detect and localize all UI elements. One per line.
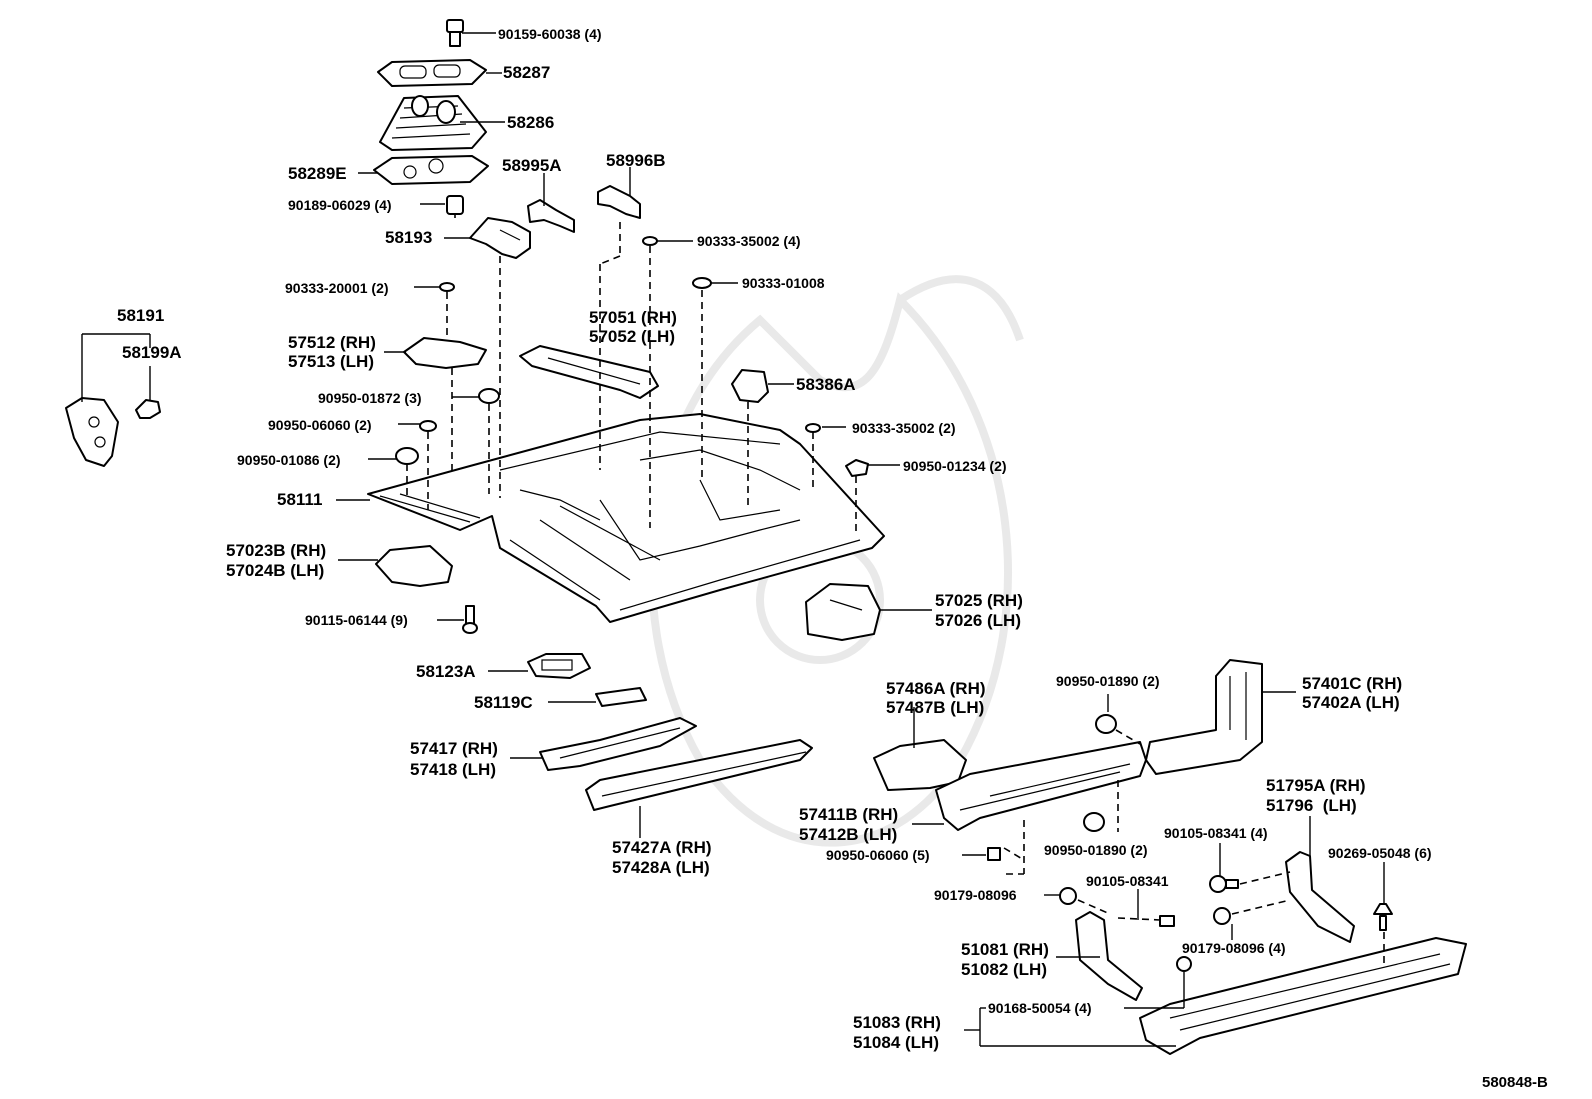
- callout-58287[interactable]: 58287: [503, 63, 551, 82]
- member-57427-part: [585, 739, 813, 811]
- callout-58995A[interactable]: 58995A: [502, 156, 562, 175]
- callout-58289E[interactable]: 58289E: [288, 164, 347, 183]
- callout-90333-20001[interactable]: 90333-20001 (2): [285, 280, 389, 296]
- callout-58199A[interactable]: 58199A: [122, 343, 182, 362]
- callout-90159-60038[interactable]: 90159-60038 (4): [498, 26, 602, 42]
- callout-90168-50054[interactable]: 90168-50054 (4): [988, 1000, 1092, 1016]
- step-51083-part: [1139, 937, 1467, 1055]
- alignment-lines: [406, 214, 1385, 968]
- callout-90950-01890-low[interactable]: 90950-01890 (2): [1044, 842, 1148, 858]
- grommets-01890: [987, 714, 1117, 861]
- diagram-id: 580848-B: [1482, 1074, 1548, 1091]
- reinforcement-57417-part: [539, 717, 697, 771]
- callout-57428A[interactable]: 57428A (LH): [612, 858, 710, 877]
- callout-57023B[interactable]: 57023B (RH): [226, 541, 327, 560]
- leader-lines: [81, 32, 1385, 1047]
- callout-57402A[interactable]: 57402A (LH): [1302, 693, 1400, 712]
- floor-pan-part: [367, 413, 885, 623]
- callout-90950-06060-2[interactable]: 90950-06060 (2): [268, 417, 372, 433]
- bracket-57023-part: [375, 545, 453, 587]
- callout-58193[interactable]: 58193: [385, 228, 433, 247]
- callout-90950-01872[interactable]: 90950-01872 (3): [318, 390, 422, 406]
- callout-90333-35002-4[interactable]: 90333-35002 (4): [697, 233, 801, 249]
- callout-58286[interactable]: 58286: [507, 113, 555, 132]
- callout-57417[interactable]: 57417 (RH): [410, 739, 498, 758]
- bracket-57486-part: [873, 739, 967, 791]
- callout-90950-01086[interactable]: 90950-01086 (2): [237, 452, 341, 468]
- screw-part: [462, 605, 478, 634]
- watermark: [648, 275, 1024, 847]
- callout-51795A[interactable]: 51795A (RH): [1266, 776, 1366, 795]
- rocker-57411-part: [935, 741, 1147, 831]
- shift-boot-part: [379, 95, 487, 151]
- callout-58386A[interactable]: 58386A: [796, 375, 856, 394]
- pad-part: [595, 687, 647, 707]
- bracket-57512-part: [403, 337, 487, 369]
- callout-90189-06029[interactable]: 90189-06029 (4): [288, 197, 392, 213]
- callout-57052[interactable]: 57052 (LH): [589, 327, 675, 346]
- bracket-51795-part: [1285, 851, 1355, 943]
- plugs: [395, 388, 869, 477]
- callout-51081[interactable]: 51081 (RH): [961, 940, 1049, 959]
- callout-57487B[interactable]: 57487B (LH): [886, 698, 985, 717]
- fasteners-lower: [1059, 875, 1393, 972]
- callout-90179-08096-4[interactable]: 90179-08096 (4): [1182, 940, 1286, 956]
- cover-part: [527, 653, 591, 679]
- callout-57418[interactable]: 57418 (LH): [410, 760, 496, 779]
- callout-57024B[interactable]: 57024B (LH): [226, 561, 325, 580]
- callout-57401C[interactable]: 57401C (RH): [1302, 674, 1403, 693]
- pillar-57401-part: [1145, 659, 1263, 775]
- bracket-58193-part: [469, 217, 531, 259]
- callout-51084[interactable]: 51084 (LH): [853, 1033, 939, 1052]
- callout-57412B[interactable]: 57412B (LH): [799, 825, 898, 844]
- callout-90269-05048[interactable]: 90269-05048 (6): [1328, 845, 1432, 861]
- callout-57513[interactable]: 57513 (LH): [288, 352, 374, 371]
- callout-90950-06060-5[interactable]: 90950-06060 (5): [826, 847, 930, 863]
- bracket-58996-part: [597, 185, 641, 219]
- crossmember-57051-part: [519, 345, 659, 399]
- callout-90115-06144[interactable]: 90115-06144 (9): [305, 612, 408, 628]
- bracket-51081-part: [1075, 911, 1143, 1001]
- callout-90333-35002-2[interactable]: 90333-35002 (2): [852, 420, 956, 436]
- boot-plate-part: [373, 155, 489, 185]
- callout-58191[interactable]: 58191: [117, 306, 165, 325]
- callout-90105-08341-4[interactable]: 90105-08341 (4): [1164, 825, 1268, 841]
- callout-90333-01008[interactable]: 90333-01008: [742, 275, 825, 291]
- callout-58996B[interactable]: 58996B: [606, 151, 666, 170]
- bracket-58995-part: [527, 199, 575, 233]
- callout-57411B[interactable]: 57411B (RH): [799, 805, 899, 824]
- nut-part: [446, 195, 464, 215]
- callout-90105-08341[interactable]: 90105-08341: [1086, 873, 1169, 889]
- callout-58123A[interactable]: 58123A: [416, 662, 476, 681]
- bracket-57025-part: [805, 583, 881, 641]
- callout-57025[interactable]: 57025 (RH): [935, 591, 1023, 610]
- callout-58111[interactable]: 58111: [277, 490, 323, 509]
- retainer-plate-part: [377, 59, 487, 87]
- callout-58119C[interactable]: 58119C: [474, 693, 533, 712]
- bracket-58386-part: [731, 369, 769, 403]
- callout-57427A[interactable]: 57427A (RH): [612, 838, 712, 857]
- callout-51082[interactable]: 51082 (LH): [961, 960, 1047, 979]
- callout-51796[interactable]: 51796 (LH): [1266, 796, 1357, 815]
- callout-90950-01890-top[interactable]: 90950-01890 (2): [1056, 673, 1160, 689]
- bracket-58191-part: [65, 397, 161, 467]
- callout-90950-01234[interactable]: 90950-01234 (2): [903, 458, 1007, 474]
- bolt-part: [446, 19, 464, 47]
- callout-51083[interactable]: 51083 (RH): [853, 1013, 941, 1032]
- callout-57026[interactable]: 57026 (LH): [935, 611, 1021, 630]
- callout-57512[interactable]: 57512 (RH): [288, 333, 376, 352]
- callout-57051[interactable]: 57051 (RH): [589, 308, 677, 327]
- callout-57486A[interactable]: 57486A (RH): [886, 679, 986, 698]
- callout-90179-08096[interactable]: 90179-08096: [934, 887, 1017, 903]
